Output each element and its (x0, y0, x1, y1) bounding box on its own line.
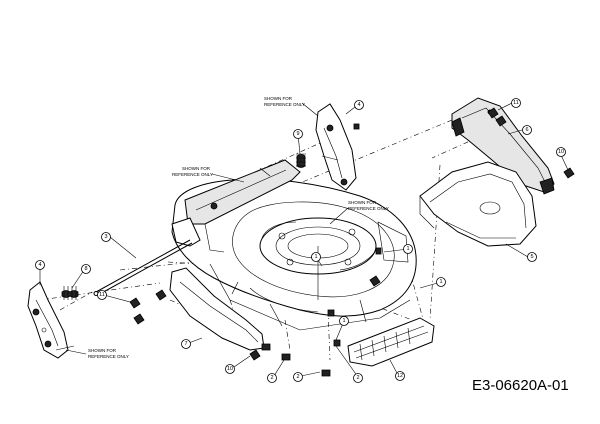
callout-2-c: 2 (353, 373, 363, 383)
callout-1-a: 1 (311, 252, 321, 262)
reference-note-line: SHOWN FOR (264, 96, 293, 101)
callout-number: 1 (439, 279, 442, 285)
callout-number: 12 (397, 373, 403, 379)
callout-number: 7 (184, 341, 187, 347)
callout-8: 8 (81, 264, 91, 274)
callout-10-bottom: 10 (225, 364, 235, 374)
drawing-code: E3-06620A-01 (472, 377, 569, 394)
callout-1-c: 1 (436, 277, 446, 287)
callout-4-left: 4 (35, 260, 45, 270)
side-shield (419, 161, 537, 247)
reference-note-line: SHOWN FOR (348, 200, 377, 205)
reference-note-bottom-left: SHOWN FOR REFERENCE ONLY (65, 348, 129, 359)
fasteners (129, 107, 575, 377)
callout-number: 6 (525, 127, 528, 133)
callout-number: 8 (84, 266, 87, 272)
mower-deck (171, 178, 417, 331)
reference-note-left: SHOWN FOR REFERENCE ONLY (172, 166, 245, 183)
axle-rod (93, 239, 193, 296)
callout-7: 7 (181, 339, 191, 349)
callout-10-right: 10 (556, 147, 566, 157)
callout-number: 1 (406, 246, 409, 252)
callout-12: 12 (395, 371, 405, 381)
reference-note-center: SHOWN FOR REFERENCE ONLY (329, 200, 389, 225)
reference-note-line: REFERENCE ONLY (88, 354, 129, 359)
right-rear-bracket (315, 103, 360, 191)
callout-number: 11 (513, 100, 519, 106)
left-side-skirt (169, 267, 271, 351)
spring-top (296, 153, 306, 168)
rear-chute (451, 97, 555, 195)
reference-note-top: SHOWN FOR REFERENCE ONLY (264, 96, 319, 117)
callout-1-d: 1 (339, 316, 349, 326)
callout-number: 2 (356, 375, 359, 381)
reference-note-line: REFERENCE ONLY (348, 206, 389, 211)
callout-number: 9 (296, 131, 299, 137)
callout-5: 5 (527, 252, 537, 262)
callout-number: 2 (296, 374, 299, 380)
reference-note-line: SHOWN FOR (182, 166, 211, 171)
callout-number: 11 (99, 292, 105, 298)
callout-number: 10 (227, 366, 233, 372)
callout-2-a: 2 (267, 373, 277, 383)
callout-1-b: 1 (403, 244, 413, 254)
callout-11-top: 11 (511, 98, 521, 108)
callout-number: 10 (558, 149, 564, 155)
callout-number: 1 (314, 254, 317, 260)
callout-2-b: 2 (293, 372, 303, 382)
reference-note-line: REFERENCE ONLY (264, 102, 305, 107)
callout-number: 2 (270, 375, 273, 381)
callout-number: 3 (104, 234, 107, 240)
callout-11-left: 11 (97, 290, 107, 300)
callout-3: 3 (101, 232, 111, 242)
callout-9: 9 (293, 129, 303, 139)
front-skirt (347, 317, 435, 367)
callout-number: 4 (357, 102, 360, 108)
callout-6: 6 (522, 125, 532, 135)
callout-4-top: 4 (354, 100, 364, 110)
callout-number: 4 (38, 262, 41, 268)
reference-note-line: SHOWN FOR (88, 348, 117, 353)
reference-note-line: REFERENCE ONLY (172, 172, 213, 177)
left-rear-bracket (27, 281, 75, 359)
callout-number: 5 (530, 254, 533, 260)
callout-number: 1 (342, 318, 345, 324)
spring-left (61, 286, 79, 300)
rear-plate (171, 159, 301, 253)
